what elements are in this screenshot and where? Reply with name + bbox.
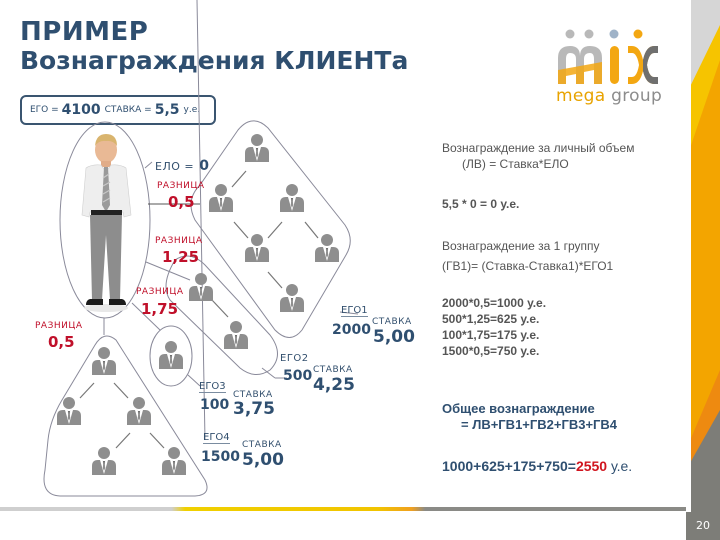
difference-value-2: 1,25 [162, 248, 200, 266]
calculation-list: 2000*0,5=1000 у.е. 500*1,25=625 у.е. 100… [442, 295, 546, 359]
ego-label: ЕГО = [30, 105, 59, 115]
logo-sub-group: group [611, 86, 663, 106]
difference-value-4: 0,5 [48, 333, 75, 351]
mix-mega-group-logo [548, 22, 698, 112]
footer-divider [0, 507, 686, 511]
title-line-2: Вознаграждения КЛИЕНТа [20, 46, 409, 75]
rate-value: 5,5 [154, 102, 180, 118]
group1-ego-label: ЕГО1 [341, 305, 368, 317]
person-icon [92, 347, 116, 375]
group2-ego-value: 500 [283, 368, 313, 384]
lv-formula-line1: Вознаграждение за личный объем [442, 141, 635, 155]
total-formula-line2: = ЛВ+ГВ1+ГВ2+ГВ3+ГВ4 [461, 417, 618, 432]
gv-formula-line1: Вознаграждение за 1 группу [442, 239, 600, 253]
total-value: 2550 [575, 458, 608, 474]
person-icon [127, 397, 151, 425]
rate-label: СТАВКА = [104, 105, 152, 115]
group3-rate-label: СТАВКА [233, 390, 273, 400]
person-icon [162, 447, 186, 475]
calculation-line: 100*1,75=175 у.е. [442, 328, 540, 342]
difference-value-3: 1,75 [141, 300, 179, 318]
group4-rate-value: 5,00 [242, 450, 284, 470]
person-icon [280, 284, 304, 312]
person-icon [245, 134, 269, 162]
difference-label-4: РАЗНИЦА [35, 321, 83, 331]
person-icon [224, 321, 248, 349]
total-formula-line1: Общее вознаграждение [442, 401, 595, 416]
title-line-1: ПРИМЕР [20, 17, 149, 47]
group2-rate-label: СТАВКА [313, 365, 353, 375]
mix-logo-icon [558, 29, 658, 84]
elo-value: 0 [199, 158, 209, 174]
diagram-shapes [43, 0, 359, 497]
group1-rate-label: СТАВКА [372, 317, 412, 327]
calculation-line: 1500*0,5=750 у.е. [442, 344, 540, 358]
network-diagram: ЕЛО = 0 РАЗНИЦА 0,5 РАЗНИЦА 1,25 РАЗНИЦА… [35, 0, 415, 497]
decorative-side-band [686, 0, 720, 540]
difference-label-3: РАЗНИЦА [136, 287, 184, 297]
logo-subtitle: mega group [556, 86, 662, 106]
person-icon [57, 397, 81, 425]
difference-label-2: РАЗНИЦА [155, 236, 203, 246]
ego-value: 4100 [61, 102, 101, 118]
client-businessman-figure [81, 134, 132, 312]
calculation-line: 500*1,25=625 у.е. [442, 312, 540, 326]
group3-ego-value: 100 [200, 397, 230, 413]
person-icon [209, 184, 233, 212]
group2-rate-value: 4,25 [313, 375, 355, 395]
calculation-line: 2000*0,5=1000 у.е. [442, 296, 547, 310]
person-icon [189, 273, 213, 301]
elo-label-group: ЕЛО = 0 [155, 155, 209, 174]
group3-rate-value: 3,75 [233, 399, 275, 419]
page-number: 20 [686, 512, 720, 540]
elo-label: ЕЛО = [155, 160, 195, 173]
group4-ego-value: 1500 [201, 449, 240, 465]
person-icon [92, 447, 116, 475]
person-icon [159, 341, 183, 369]
group1-rate-value: 5,00 [373, 327, 415, 347]
unit-label: у.е. [183, 105, 201, 115]
total-calculation: 1000+625+175+750=2550 у.е. [442, 458, 632, 474]
lv-formula-line2: (ЛВ) = Ставка*ЕЛО [462, 157, 569, 171]
total-expression: 1000+625+175+750= [442, 458, 576, 474]
lv-calculation: 5,5 * 0 = 0 у.е. [442, 197, 520, 211]
total-unit: у.е. [610, 458, 633, 474]
person-icon [245, 234, 269, 262]
person-icon [315, 234, 339, 262]
person-icon [280, 184, 304, 212]
difference-value-1: 0,5 [168, 193, 195, 211]
group3-ego-label: ЕГО3 [199, 381, 226, 393]
group4-ego-label: ЕГО4 [203, 432, 230, 444]
difference-label-1: РАЗНИЦА [157, 181, 205, 191]
logo-sub-mega: mega [556, 86, 606, 106]
group4-rate-label: СТАВКА [242, 440, 282, 450]
group2-ego-label: ЕГО2 [280, 353, 309, 364]
summary-box: ЕГО = 4100 СТАВКА = 5,5 у.е. [20, 95, 216, 125]
gv-formula-line2: (ГВ1)= (Ставка-Ставка1)*ЕГО1 [442, 259, 614, 273]
group1-ego-value: 2000 [332, 322, 371, 338]
